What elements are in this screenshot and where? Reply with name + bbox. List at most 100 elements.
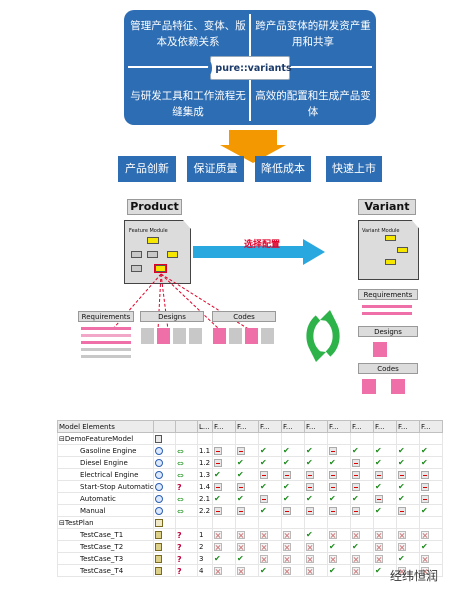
- selection-cell[interactable]: [327, 516, 351, 529]
- selection-cell[interactable]: ✔: [304, 528, 328, 541]
- selection-cell[interactable]: [212, 564, 236, 577]
- selection-cell[interactable]: [304, 552, 328, 565]
- column-header[interactable]: F...: [327, 420, 351, 433]
- table-row[interactable]: Start-Stop Automatic?1.4✔✔✔✔: [57, 480, 443, 493]
- selection-cell[interactable]: [235, 432, 259, 445]
- selection-cell[interactable]: ✔: [281, 480, 305, 493]
- selection-cell[interactable]: ✔: [281, 444, 305, 457]
- selection-cell[interactable]: ✔: [327, 564, 351, 577]
- selection-cell[interactable]: [373, 516, 397, 529]
- selection-cell[interactable]: [419, 564, 443, 577]
- selection-cell[interactable]: [258, 468, 282, 481]
- selection-cell[interactable]: [304, 480, 328, 493]
- column-header[interactable]: F...: [281, 420, 305, 433]
- selection-cell[interactable]: ✔: [327, 540, 351, 553]
- selection-cell[interactable]: [258, 492, 282, 505]
- element-name-cell[interactable]: Manual: [57, 504, 154, 517]
- selection-cell[interactable]: ✔: [419, 504, 443, 517]
- selection-cell[interactable]: [258, 552, 282, 565]
- selection-cell[interactable]: [304, 564, 328, 577]
- selection-cell[interactable]: [396, 432, 420, 445]
- selection-cell[interactable]: [258, 540, 282, 553]
- selection-cell[interactable]: [258, 528, 282, 541]
- selection-cell[interactable]: ✔: [212, 552, 236, 565]
- column-header[interactable]: F...: [304, 420, 328, 433]
- column-header[interactable]: F...: [350, 420, 374, 433]
- selection-cell[interactable]: [373, 540, 397, 553]
- selection-cell[interactable]: [327, 480, 351, 493]
- table-row[interactable]: TestCase_T1?1✔: [57, 528, 443, 541]
- selection-cell[interactable]: [212, 504, 236, 517]
- selection-cell[interactable]: ✔: [373, 444, 397, 457]
- selection-cell[interactable]: [350, 564, 374, 577]
- selection-cell[interactable]: ✔: [419, 456, 443, 469]
- selection-cell[interactable]: ✔: [258, 504, 282, 517]
- selection-cell[interactable]: ✔: [235, 552, 259, 565]
- selection-cell[interactable]: ✔: [396, 480, 420, 493]
- selection-cell[interactable]: [373, 432, 397, 445]
- selection-cell[interactable]: [419, 480, 443, 493]
- table-row[interactable]: Automatic⇔2.1✔✔✔✔✔✔✔: [57, 492, 443, 505]
- selection-cell[interactable]: ✔: [373, 480, 397, 493]
- selection-cell[interactable]: ✔: [350, 444, 374, 457]
- column-header[interactable]: Model Elements: [57, 420, 154, 433]
- element-name-cell[interactable]: Automatic: [57, 492, 154, 505]
- element-name-cell[interactable]: Diesel Engine: [57, 456, 154, 469]
- element-name-cell[interactable]: TestCase_T4: [57, 564, 154, 577]
- selection-cell[interactable]: ✔: [350, 492, 374, 505]
- element-name-cell[interactable]: ⊟DemoFeatureModel: [57, 432, 154, 445]
- selection-cell[interactable]: [350, 456, 374, 469]
- selection-cell[interactable]: [212, 540, 236, 553]
- selection-cell[interactable]: [235, 528, 259, 541]
- table-row[interactable]: Gasoline Engine⇔1.1✔✔✔✔✔✔✔: [57, 444, 443, 457]
- selection-cell[interactable]: [235, 564, 259, 577]
- selection-cell[interactable]: ✔: [212, 492, 236, 505]
- selection-cell[interactable]: ✔: [373, 504, 397, 517]
- selection-cell[interactable]: [350, 468, 374, 481]
- selection-cell[interactable]: [327, 528, 351, 541]
- selection-cell[interactable]: [396, 504, 420, 517]
- selection-cell[interactable]: [373, 468, 397, 481]
- table-row[interactable]: ⊟DemoFeatureModel: [57, 432, 443, 445]
- selection-cell[interactable]: [350, 480, 374, 493]
- column-header[interactable]: L...: [197, 420, 213, 433]
- selection-cell[interactable]: [212, 516, 236, 529]
- selection-cell[interactable]: [327, 432, 351, 445]
- selection-cell[interactable]: ✔: [235, 456, 259, 469]
- selection-cell[interactable]: [304, 432, 328, 445]
- selection-cell[interactable]: ✔: [419, 444, 443, 457]
- selection-cell[interactable]: [304, 540, 328, 553]
- selection-cell[interactable]: ✔: [304, 444, 328, 457]
- selection-cell[interactable]: ✔: [235, 492, 259, 505]
- selection-cell[interactable]: [419, 468, 443, 481]
- selection-cell[interactable]: [396, 468, 420, 481]
- selection-cell[interactable]: ✔: [258, 456, 282, 469]
- selection-cell[interactable]: [327, 504, 351, 517]
- selection-cell[interactable]: [419, 552, 443, 565]
- selection-cell[interactable]: [281, 552, 305, 565]
- selection-cell[interactable]: [327, 444, 351, 457]
- selection-cell[interactable]: ✔: [350, 540, 374, 553]
- collapse-icon[interactable]: ⊟: [59, 518, 65, 527]
- selection-cell[interactable]: [373, 528, 397, 541]
- element-name-cell[interactable]: Start-Stop Automatic: [57, 480, 154, 493]
- selection-cell[interactable]: ✔: [396, 456, 420, 469]
- selection-cell[interactable]: ✔: [396, 492, 420, 505]
- selection-cell[interactable]: [235, 516, 259, 529]
- selection-cell[interactable]: [350, 432, 374, 445]
- selection-cell[interactable]: [281, 564, 305, 577]
- element-name-cell[interactable]: TestCase_T1: [57, 528, 154, 541]
- table-row[interactable]: Diesel Engine⇔1.2✔✔✔✔✔✔✔✔: [57, 456, 443, 469]
- table-row[interactable]: TestCase_T4?4✔✔✔: [57, 564, 443, 577]
- selection-cell[interactable]: [373, 552, 397, 565]
- selection-cell[interactable]: [304, 516, 328, 529]
- selection-cell[interactable]: ✔: [235, 468, 259, 481]
- selection-cell[interactable]: [419, 492, 443, 505]
- selection-cell[interactable]: ✔: [212, 468, 236, 481]
- selection-cell[interactable]: [235, 480, 259, 493]
- column-header[interactable]: F...: [235, 420, 259, 433]
- selection-cell[interactable]: ✔: [281, 492, 305, 505]
- element-name-cell[interactable]: Gasoline Engine: [57, 444, 154, 457]
- selection-cell[interactable]: ✔: [373, 456, 397, 469]
- selection-cell[interactable]: [258, 516, 282, 529]
